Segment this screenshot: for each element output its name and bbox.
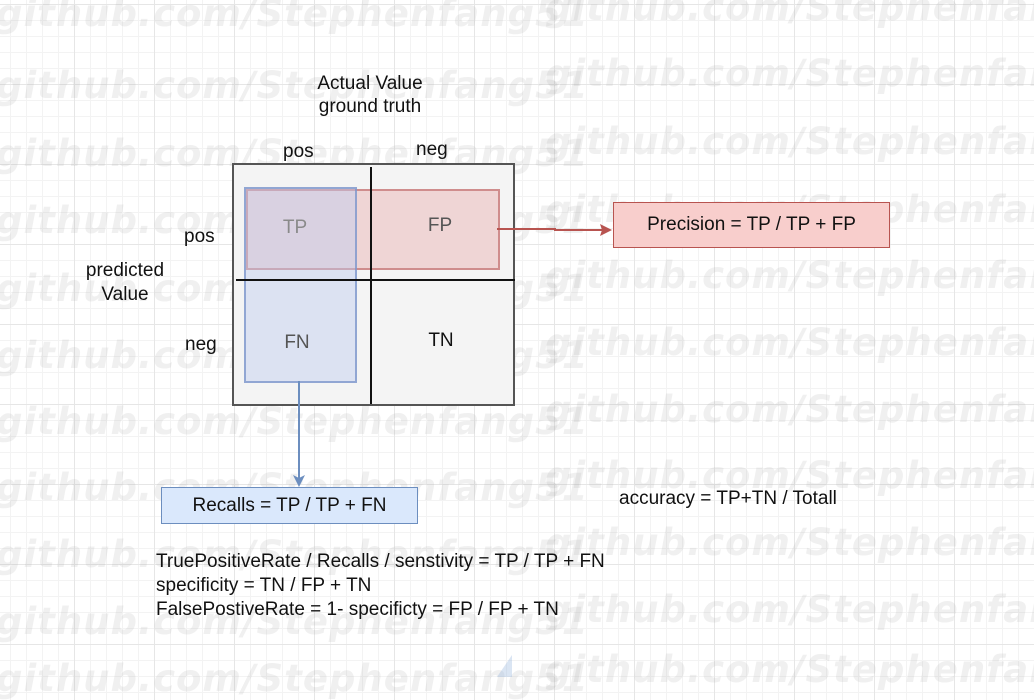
recall-arrowhead [293, 475, 305, 487]
cell-false-positive: FP [427, 215, 453, 236]
watermark-text: github.com/Stephenfang51 [545, 388, 1034, 431]
connector-arrows [293, 224, 612, 487]
cell-true-positive: TP [282, 217, 308, 238]
row-label-pos: pos [184, 226, 215, 247]
row-axis-title: predicted [85, 260, 165, 281]
matrix-vertical-divider [370, 167, 372, 404]
formula-line: TruePositiveRate / Recalls / senstivity … [156, 551, 605, 572]
watermark-text: github.com/Stephenfang51 [0, 64, 589, 107]
watermark-text: github.com/Stephenfang51 [0, 0, 589, 35]
decorative-mark [497, 655, 512, 677]
cell-true-negative: TN [428, 330, 454, 351]
precision-connector [497, 228, 606, 231]
watermark-text: github.com/Stephenfang51 [545, 120, 1034, 163]
confusion-matrix [232, 163, 515, 406]
precision-arrowhead [600, 224, 612, 236]
column-label-pos: pos [283, 141, 314, 162]
column-axis-subtitle: ground truth [318, 96, 422, 117]
cell-false-negative: FN [284, 332, 310, 353]
watermark-text: github.com/Stephenfang51 [545, 521, 1034, 564]
accuracy-formula: accuracy = TP+TN / Totall [619, 488, 837, 509]
matrix-horizontal-divider [236, 279, 515, 281]
watermark-text: github.com/Stephenfang51 [545, 588, 1034, 631]
watermark-text: github.com/Stephenfang51 [0, 600, 589, 643]
column-label-neg: neg [416, 139, 448, 160]
watermark-text: github.com/Stephenfang51 [545, 52, 1034, 95]
formula-line: FalsePostiveRate = 1- specificty = FP / … [156, 599, 559, 620]
precision-highlight [246, 189, 500, 270]
watermark-text: github.com/Stephenfang51 [545, 454, 1034, 497]
row-label-neg: neg [185, 334, 217, 355]
watermark-text: github.com/Stephenfang51 [0, 400, 589, 443]
formula-line: specificity = TN / FP + TN [156, 575, 372, 596]
watermark-text: github.com/Stephenfang51 [545, 254, 1034, 297]
recall-formula-box: Recalls = TP / TP + FN [161, 487, 418, 524]
row-axis-subtitle: Value [101, 284, 149, 305]
watermark-text: github.com/Stephenfang51 [0, 533, 589, 576]
watermark-text: github.com/Stephenfang51 [545, 321, 1034, 364]
column-axis-title: Actual Value [317, 73, 423, 94]
recall-highlight [244, 187, 357, 383]
precision-formula-box: Precision = TP / TP + FP [613, 202, 890, 248]
watermark-text: github.com/Stephenfang51 [545, 0, 1034, 29]
